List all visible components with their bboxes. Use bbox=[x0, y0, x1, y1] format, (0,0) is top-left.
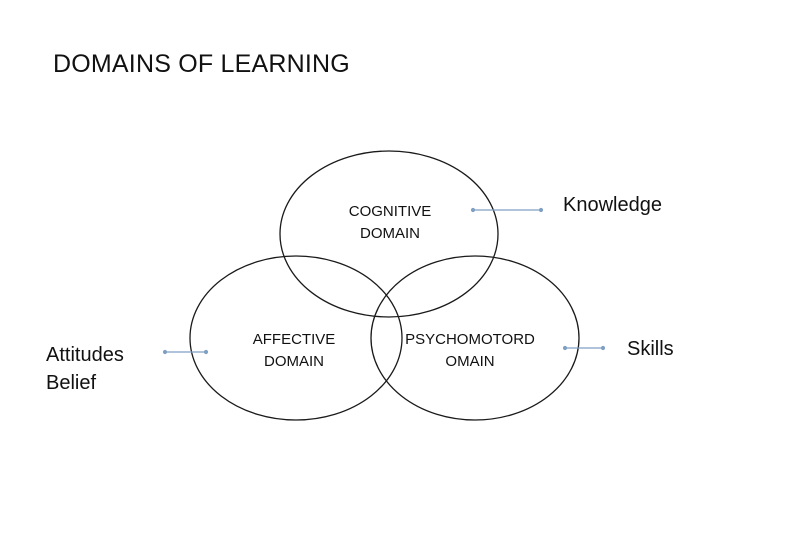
affective-domain-label-line2: DOMAIN bbox=[264, 353, 324, 370]
psychomotor-domain-label-line2: OMAIN bbox=[445, 353, 495, 370]
cognitive-domain-circle bbox=[279, 150, 499, 318]
affective-domain-label: AFFECTIVE DOMAIN bbox=[234, 329, 354, 373]
affective-domain-label-line1: AFFECTIVE bbox=[252, 331, 336, 348]
attitudes-label: Attitudes bbox=[46, 344, 124, 366]
skills-label: Skills bbox=[627, 338, 674, 360]
page-title: DOMAINS OF LEARNING bbox=[53, 50, 350, 78]
psychomotor-domain-label-line1: PSYCHOMOTORD bbox=[405, 331, 535, 348]
psychomotor-domain-label: PSYCHOMOTORD OMAIN bbox=[400, 329, 540, 373]
affective-domain-circle bbox=[189, 255, 403, 421]
cognitive-domain-label-line2: DOMAIN bbox=[360, 225, 420, 242]
attitudes-belief-label: Attitudes Belief bbox=[46, 341, 124, 397]
cognitive-domain-label: COGNITIVE DOMAIN bbox=[330, 201, 450, 245]
knowledge-label: Knowledge bbox=[563, 194, 662, 216]
cognitive-domain-label-line1: COGNITIVE bbox=[348, 203, 432, 220]
psychomotor-domain-circle bbox=[370, 255, 580, 421]
belief-label: Belief bbox=[46, 372, 97, 394]
